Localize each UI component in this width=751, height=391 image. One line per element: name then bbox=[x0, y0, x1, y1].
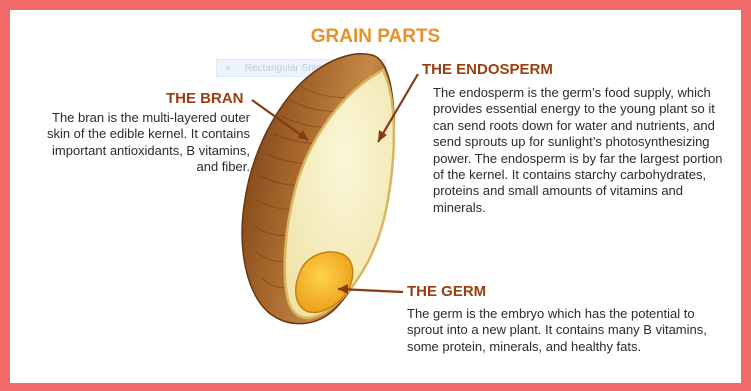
germ-heading: THE GERM bbox=[407, 283, 486, 300]
bran-heading: THE BRAN bbox=[166, 90, 244, 107]
endosperm-heading: THE ENDOSPERM bbox=[422, 61, 553, 78]
germ-description: The germ is the embryo which has the pot… bbox=[407, 306, 707, 355]
endosperm-description: The endosperm is the germ’s food supply,… bbox=[433, 85, 723, 216]
bran-description: The bran is the multi-layered outer skin… bbox=[34, 110, 250, 176]
